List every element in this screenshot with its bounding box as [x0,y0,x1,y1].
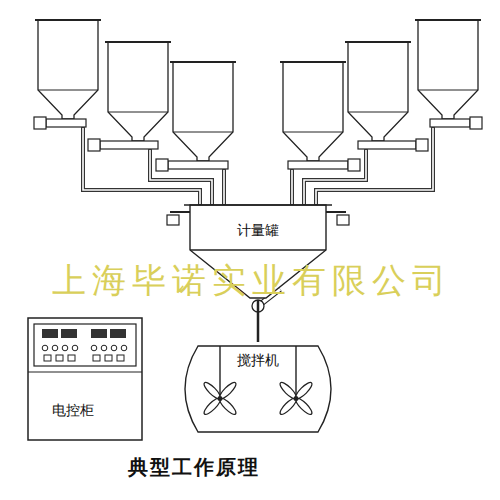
node-label: 计量罐 [237,222,279,239]
propeller-blade [202,380,223,401]
switch [56,355,63,361]
switch [105,355,112,361]
switch [44,355,51,361]
switch [117,355,124,361]
propeller-blade [218,380,239,401]
watermark: 上海毕诺实业有限公司 [52,258,452,304]
switch [68,355,75,361]
node-label: 搅拌机 [237,352,279,369]
display-screen [110,329,126,338]
mixer-tank: 搅拌机 [178,342,338,436]
agitator-shaft [219,346,220,398]
propeller-hub [294,396,299,401]
mixer-outline [185,346,331,432]
panel-divider [28,371,142,372]
propeller-blade [278,396,299,417]
control-cabinet-outline [28,318,142,440]
propeller-blade [202,396,223,417]
tank-rim [184,205,332,250]
propeller-blade [278,380,299,401]
diagram-title: 典型工作原理 [128,454,260,481]
propeller-blade [294,396,315,417]
display-screen [61,329,77,338]
control-knob [111,345,117,351]
control-knob [72,345,78,351]
outlet-pipe [257,300,260,342]
display-screen [91,329,107,338]
control-panel [34,324,136,366]
control-knob [52,345,58,351]
control-knob [42,345,48,351]
agitator-shaft [295,346,296,398]
control-knob [101,345,107,351]
propeller-blade [218,396,239,417]
cabinet-outline [28,318,142,440]
display-screen [42,329,58,338]
propeller-hub [218,396,223,401]
control-knob [91,345,97,351]
control-knob [121,345,127,351]
node-label: 电控柜 [52,402,94,419]
switch [93,355,100,361]
control-cabinet: 电控柜 [28,318,142,440]
control-knob [62,345,68,351]
propeller-blade [294,380,315,401]
